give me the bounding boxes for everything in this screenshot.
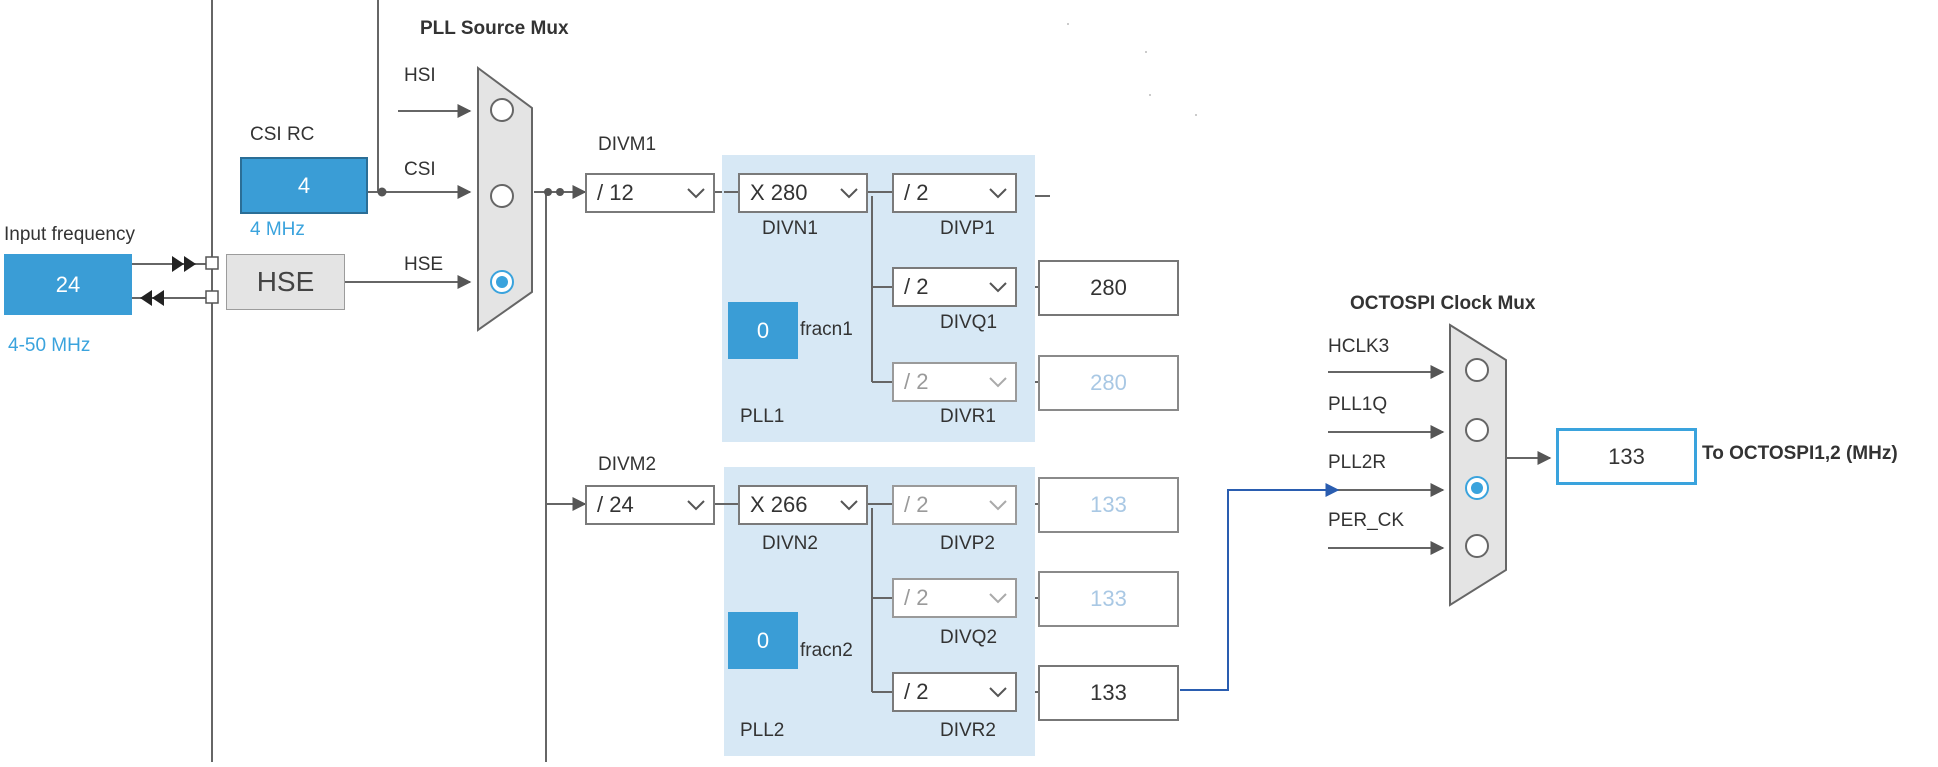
divp1-dropdown[interactable]: / 2: [892, 173, 1017, 213]
divp1-label: DIVP1: [940, 218, 995, 239]
divr1-value: / 2: [904, 369, 929, 394]
pll1-r-output: 280: [1038, 355, 1179, 411]
csi-rc-value[interactable]: 4: [240, 157, 368, 214]
chevron-down-icon: [981, 680, 1015, 704]
divr2-dropdown[interactable]: / 2: [892, 672, 1017, 712]
divr1-label: DIVR1: [940, 406, 996, 427]
chevron-down-icon: [981, 586, 1015, 610]
divn2-value: X 266: [750, 492, 808, 517]
octo-mux-input-hclk3-label: HCLK3: [1328, 336, 1390, 357]
divr2-label: DIVR2: [940, 720, 996, 741]
pll-source-mux-title: PLL Source Mux: [420, 18, 569, 39]
pll2-q-output: 133: [1038, 571, 1179, 627]
input-frequency-field[interactable]: 24: [4, 254, 132, 315]
octospi-output-value: 133: [1556, 428, 1697, 485]
octo-mux-radio-pll2r[interactable]: [1465, 476, 1489, 500]
divn2-label: DIVN2: [762, 533, 818, 554]
fracn1-label: fracn1: [800, 319, 853, 340]
divm1-dropdown[interactable]: / 12: [585, 173, 715, 213]
divr1-dropdown[interactable]: / 2: [892, 362, 1017, 402]
chevron-down-icon: [832, 493, 866, 517]
csi-rc-title: CSI RC: [250, 124, 315, 145]
divq2-label: DIVQ2: [940, 627, 998, 648]
divq2-value: / 2: [904, 585, 929, 610]
divn2-dropdown[interactable]: X 266: [738, 485, 868, 525]
octo-mux-radio-hclk3[interactable]: [1465, 358, 1489, 382]
octo-mux-radio-pll1q[interactable]: [1465, 418, 1489, 442]
chevron-down-icon: [679, 181, 713, 205]
octo-mux-radio-perck[interactable]: [1465, 534, 1489, 558]
divn1-dropdown[interactable]: X 280: [738, 173, 868, 213]
divp2-dropdown[interactable]: / 2: [892, 485, 1017, 525]
chevron-down-icon: [832, 181, 866, 205]
divm1-value: / 12: [597, 180, 634, 205]
fracn2-field[interactable]: 0: [728, 612, 798, 669]
input-frequency-range: 4-50 MHz: [8, 335, 91, 356]
divm2-value: / 24: [597, 492, 634, 517]
divp2-label: DIVP2: [940, 533, 995, 554]
pll1-q-output: 280: [1038, 260, 1179, 316]
octospi-output-label: To OCTOSPI1,2 (MHz): [1702, 443, 1898, 464]
divp2-value: / 2: [904, 492, 929, 517]
pll2-r-output: 133: [1038, 665, 1179, 721]
pll-mux-input-hsi-label: HSI: [404, 65, 436, 86]
octo-mux-input-pll2r-label: PLL2R: [1328, 452, 1387, 473]
chevron-down-icon: [981, 493, 1015, 517]
divn1-value: X 280: [750, 180, 808, 205]
divq1-dropdown[interactable]: / 2: [892, 267, 1017, 307]
divm2-label: DIVM2: [598, 454, 657, 475]
fracn2-label: fracn2: [800, 640, 853, 661]
chevron-down-icon: [981, 370, 1015, 394]
octo-mux-input-perck-label: PER_CK: [1328, 510, 1405, 531]
hse-block[interactable]: HSE: [226, 254, 345, 310]
divq1-label: DIVQ1: [940, 312, 998, 333]
pll1-label: PLL1: [740, 406, 785, 427]
chevron-down-icon: [679, 493, 713, 517]
divn1-label: DIVN1: [762, 218, 818, 239]
divp1-value: / 2: [904, 180, 929, 205]
pll-mux-input-hse-label: HSE: [404, 254, 444, 275]
pll-mux-input-csi-label: CSI: [404, 159, 436, 180]
csi-rc-frequency: 4 MHz: [250, 219, 305, 240]
chevron-down-icon: [981, 181, 1015, 205]
pll-mux-radio-hsi[interactable]: [490, 98, 514, 122]
fracn1-field[interactable]: 0: [728, 302, 798, 359]
pll2-label: PLL2: [740, 720, 785, 741]
pll-mux-radio-csi[interactable]: [490, 184, 514, 208]
octo-mux-input-pll1q-label: PLL1Q: [1328, 394, 1388, 415]
octospi-mux-shape: [1449, 323, 1507, 607]
divr2-value: / 2: [904, 679, 929, 704]
octospi-mux-title: OCTOSPI Clock Mux: [1350, 293, 1536, 314]
pll2-p-output: 133: [1038, 477, 1179, 533]
divq2-dropdown[interactable]: / 2: [892, 578, 1017, 618]
divm2-dropdown[interactable]: / 24: [585, 485, 715, 525]
divm1-label: DIVM1: [598, 134, 657, 155]
input-frequency-label: Input frequency: [4, 224, 135, 245]
pll-mux-radio-hse[interactable]: [490, 270, 514, 294]
chevron-down-icon: [981, 275, 1015, 299]
divq1-value: / 2: [904, 274, 929, 299]
